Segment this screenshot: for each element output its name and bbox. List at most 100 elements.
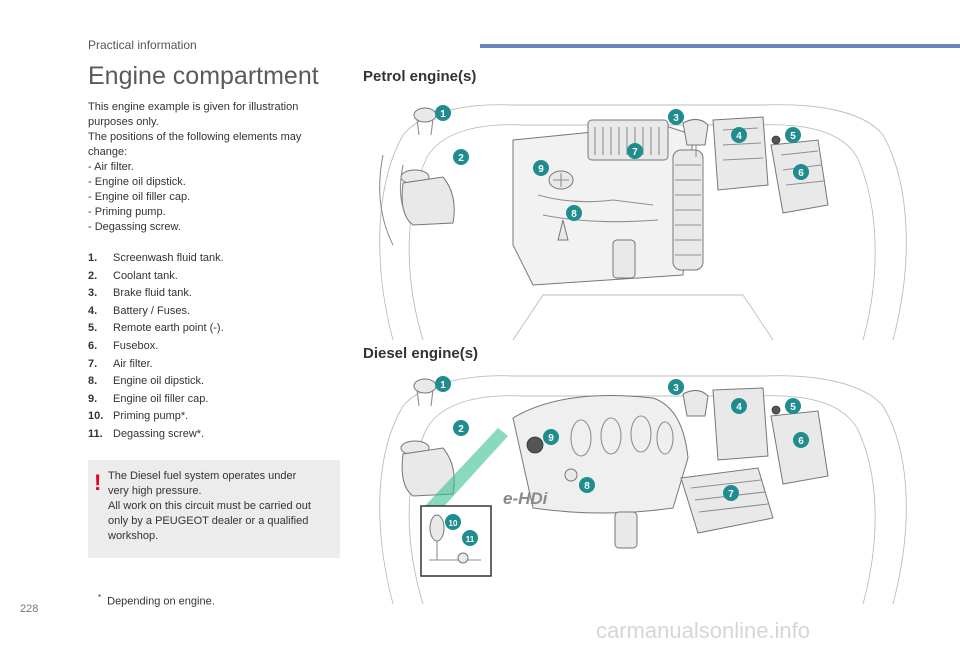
e-hdi-badge: e-HDi bbox=[503, 489, 549, 508]
callout-label: 1 bbox=[440, 380, 446, 391]
legend-text: Battery / Fuses. bbox=[113, 304, 191, 317]
legend-text: Air filter. bbox=[113, 357, 153, 370]
legend-text: Remote earth point (-). bbox=[113, 322, 224, 335]
callout-label: 3 bbox=[673, 383, 679, 394]
callout-5: 5 bbox=[785, 398, 801, 414]
callout-label: 8 bbox=[571, 209, 577, 220]
callout-1: 1 bbox=[435, 105, 451, 121]
legend-text: Screenwash fluid tank. bbox=[113, 252, 224, 264]
legend-row: 11.Degassing screw*. bbox=[88, 428, 338, 446]
legend-number: 5. bbox=[88, 322, 98, 335]
page-number: 228 bbox=[20, 603, 39, 615]
legend-row: 10. Priming pump*. bbox=[88, 410, 338, 428]
legend-text: Fusebox. bbox=[113, 339, 159, 352]
legend-row: 2. Coolant tank. bbox=[88, 270, 338, 288]
callout-8: 8 bbox=[566, 205, 582, 221]
callout-2: 2 bbox=[453, 420, 469, 436]
legend-number: 1. bbox=[88, 252, 98, 264]
callout-2: 2 bbox=[453, 149, 469, 165]
diesel-engine-diagram: e-HDi 1 2 3 4 5 6 7 8 9 10 11 bbox=[379, 375, 907, 605]
petrol-engine-diagram: 1 2 3 4 5 6 7 8 9 bbox=[379, 104, 907, 341]
watermark: carmanualsonline.info bbox=[596, 618, 811, 643]
callout-label: 3 bbox=[673, 113, 679, 124]
callout-label: 9 bbox=[548, 433, 554, 444]
callout-label: 10 bbox=[449, 519, 458, 528]
legend-row: 9. Engine oil filler cap. bbox=[88, 393, 338, 411]
legend-row: 4. Battery / Fuses. bbox=[88, 305, 338, 323]
engine-cover-drawing: e-HDi bbox=[503, 395, 689, 549]
callout-label: 6 bbox=[798, 168, 804, 179]
header-accent-bar bbox=[480, 44, 960, 48]
list-item: Engine oil dipstick. bbox=[88, 175, 338, 190]
exclamation-icon: ! bbox=[94, 470, 102, 495]
legend-text: Coolant tank. bbox=[113, 269, 178, 282]
warning-line: very high pressure. bbox=[108, 485, 202, 497]
brake-fluid-tank-drawing bbox=[682, 119, 709, 157]
legend-number: 4. bbox=[88, 304, 98, 317]
petrol-callouts: 1 2 3 4 5 6 7 8 9 bbox=[435, 105, 809, 221]
callout-label: 6 bbox=[798, 436, 804, 447]
list-item: Priming pump. bbox=[88, 205, 338, 220]
header-section-label: Practical information bbox=[88, 38, 197, 52]
callout-7: 7 bbox=[627, 143, 643, 159]
screenwash-tank-drawing bbox=[413, 107, 437, 136]
legend-text: Engine oil dipstick. bbox=[113, 375, 205, 388]
callout-9: 9 bbox=[543, 429, 559, 445]
callout-label: 5 bbox=[790, 402, 796, 413]
warning-line: only by a PEUGEOT dealer or a qualified bbox=[108, 515, 309, 527]
legend-text: Priming pump*. bbox=[113, 410, 189, 423]
warning-box: ! The Diesel fuel system operates under … bbox=[88, 460, 340, 558]
callout-8: 8 bbox=[579, 477, 595, 493]
battery-drawing bbox=[712, 116, 781, 191]
intro-text: This engine example is given for illustr… bbox=[88, 100, 338, 235]
callout-5: 5 bbox=[785, 127, 801, 143]
petrol-engine-heading: Petrol engine(s) bbox=[363, 68, 477, 85]
page-title: Engine compartment bbox=[88, 62, 319, 90]
legend-text: Engine oil filler cap. bbox=[113, 392, 209, 405]
callout-label: 2 bbox=[458, 153, 464, 164]
legend-number: 3. bbox=[88, 287, 98, 300]
legend-row: 7.Air filter. bbox=[88, 358, 338, 376]
legend-number: 10. bbox=[88, 410, 104, 423]
footnote-mark: * bbox=[98, 593, 102, 602]
list-item: Degassing screw. bbox=[88, 220, 338, 235]
callout-label: 1 bbox=[440, 109, 446, 120]
engine-block-drawing bbox=[512, 119, 704, 286]
callout-3: 3 bbox=[668, 109, 684, 125]
air-filter-drawing bbox=[680, 467, 774, 534]
intro-paragraph-1: This engine example is given for illustr… bbox=[88, 101, 299, 128]
callout-label: 5 bbox=[790, 131, 796, 142]
legend-number: 11. bbox=[88, 427, 103, 440]
callout-11: 11 bbox=[462, 530, 478, 546]
component-legend: 1. Screenwash fluid tank. 2. Coolant tank.… bbox=[88, 252, 338, 446]
list-item: Engine oil filler cap. bbox=[88, 190, 338, 205]
warning-line: All work on this circuit must be carried… bbox=[108, 500, 311, 512]
callout-label: 4 bbox=[736, 131, 742, 142]
callout-4: 4 bbox=[731, 127, 747, 143]
screenwash-tank-drawing bbox=[413, 378, 437, 407]
footnote: * Depending on engine. bbox=[98, 593, 215, 608]
legend-row: 8. Engine oil dipstick. bbox=[88, 375, 338, 393]
callout-label: 2 bbox=[458, 424, 464, 435]
callout-10: 10 bbox=[445, 514, 461, 530]
callout-label: 7 bbox=[632, 147, 638, 158]
callout-6: 6 bbox=[793, 432, 809, 448]
brake-fluid-tank-drawing bbox=[682, 390, 709, 417]
intro-paragraph-2: The positions of the following elements … bbox=[88, 131, 302, 158]
legend-row: 6. Fusebox. bbox=[88, 340, 338, 358]
callout-6: 6 bbox=[793, 164, 809, 180]
callout-label: 4 bbox=[736, 402, 742, 413]
legend-number: 2. bbox=[88, 269, 98, 282]
legend-number: 6. bbox=[88, 339, 98, 352]
legend-number: 9. bbox=[88, 392, 98, 405]
callout-4: 4 bbox=[731, 398, 747, 414]
changes-list: Air filter. Engine oil dipstick. Engine … bbox=[88, 160, 338, 235]
callout-label: 11 bbox=[466, 535, 475, 544]
diesel-engine-heading: Diesel engine(s) bbox=[363, 345, 479, 362]
callout-label: 9 bbox=[538, 164, 544, 175]
legend-number: 8. bbox=[88, 375, 98, 388]
legend-row: 3.Brake fluid tank. bbox=[88, 287, 338, 305]
warning-line: The Diesel fuel system operates under bbox=[108, 470, 297, 482]
footnote-text: Depending on engine. bbox=[107, 595, 215, 608]
callout-label: 7 bbox=[728, 489, 734, 500]
